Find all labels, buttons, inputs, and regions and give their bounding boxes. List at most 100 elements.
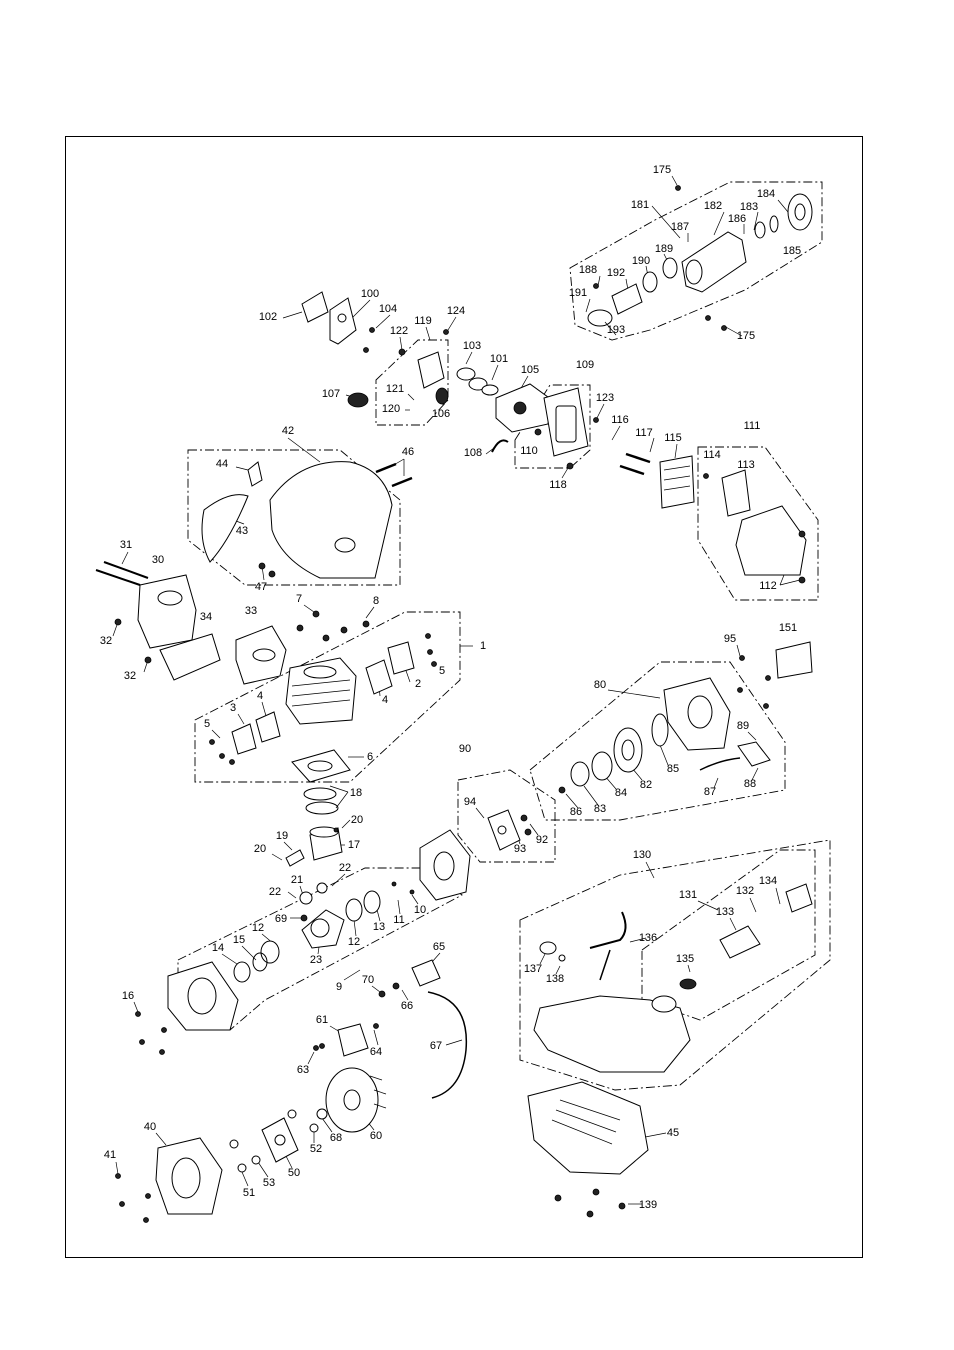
callout-l187: 187 [671,221,689,233]
part-fuel-cap-131 [679,883,813,990]
callout-l191: 191 [569,287,587,299]
part-muffler-cover-33 [235,625,287,685]
part-piston-17 [285,826,343,867]
callout-l132: 132 [736,885,754,897]
callout-l95: 95 [724,633,736,645]
callout-l20b: 20 [254,843,266,855]
callout-l22b: 22 [269,886,281,898]
part-clutch-drum [787,193,813,231]
callout-l21: 21 [291,874,303,886]
part-gasket-6 [291,749,351,783]
callout-l102: 102 [259,311,277,323]
part-crankshaft-23 [299,882,345,949]
callout-l115: 115 [664,432,682,444]
callout-l6: 6 [367,751,373,763]
callout-l12a: 12 [252,922,264,934]
callout-l89: 89 [737,720,749,732]
callout-l9: 9 [336,981,342,993]
part-air-cleaner-cover-111 [721,469,807,576]
part-carburetor-105 [456,367,553,433]
part-fuel-hose-108 [491,439,509,453]
callout-l34: 34 [200,611,212,623]
callout-l134: 134 [759,875,777,887]
callout-l70: 70 [362,974,374,986]
callout-l84: 84 [615,787,627,799]
callout-l50: 50 [288,1167,300,1179]
callout-l104: 104 [379,303,397,315]
callout-l80: 80 [594,679,606,691]
callout-l133: 133 [716,906,734,918]
callout-l90: 90 [459,743,471,755]
callout-l40: 40 [144,1121,156,1133]
callout-l100: 100 [361,288,379,300]
callout-l83: 83 [594,803,606,815]
callout-l30: 30 [152,554,164,566]
callout-l42: 42 [282,425,294,437]
callout-l82: 82 [640,779,652,791]
callout-l67: 67 [430,1040,442,1052]
callout-l106: 106 [432,408,450,420]
callout-l109: 109 [576,359,594,371]
callout-l188: 188 [579,264,597,276]
callout-l183: 183 [740,201,758,213]
callout-l110: 110 [520,445,538,457]
callout-l10: 10 [414,904,426,916]
part-flywheel-60 [325,1067,387,1133]
callout-l8: 8 [373,595,379,607]
group-109-outline [514,384,591,469]
group-1-outline [194,611,461,783]
callout-l1: 1 [480,640,486,652]
callout-l114: 114 [703,449,721,461]
callout-l131: 131 [679,889,697,901]
part-starter-handle-88 [699,741,771,771]
callout-l190: 190 [632,255,650,267]
callout-l87: 87 [704,786,716,798]
part-bearings [587,215,779,327]
part-clutch-50 [261,1117,299,1163]
callout-l118: 118 [549,479,567,491]
part-recoil-case-80 [663,677,731,751]
callout-l51: 51 [243,1187,255,1199]
group-130-outline [519,839,831,1091]
callout-l65: 65 [433,941,445,953]
part-crankcase-left-9 [167,961,239,1031]
part-choke-119 [417,351,449,405]
callout-l119: 119 [414,315,432,327]
callout-l120: 120 [382,403,400,415]
callout-l185: 185 [783,245,801,257]
callout-l68: 68 [330,1132,342,1144]
group-9-outline [177,867,463,1031]
callout-l108: 108 [464,447,482,459]
callout-l130: 130 [633,849,651,861]
part-clutch-housing-40 [155,1137,223,1215]
callout-l11: 11 [393,914,404,926]
part-seals [233,890,381,983]
callout-l32a: 32 [100,635,112,647]
part-cylinder-1 [231,641,415,755]
part-piston-rings-18 [303,787,339,815]
callout-l88: 88 [744,778,756,790]
callout-l44: 44 [216,458,228,470]
part-air-filter-115 [659,455,695,509]
callout-l17: 17 [348,839,360,851]
callout-l43: 43 [236,525,248,537]
callout-l85: 85 [667,763,679,775]
callout-l116: 116 [611,414,629,426]
part-label-151 [775,641,813,679]
callout-l182: 182 [704,200,722,212]
callout-l45: 45 [667,1127,679,1139]
callout-l175b: 175 [737,330,755,342]
part-engine-cover-42 [201,461,393,579]
callout-l111: 111 [744,420,761,432]
part-ignition-wire-67 [427,991,468,1099]
callout-l13: 13 [373,921,385,933]
callout-l93: 93 [514,843,526,855]
callout-l5b: 5 [204,718,210,730]
callout-l15: 15 [233,934,245,946]
part-recoil-pulley [570,713,669,787]
callout-l136: 136 [639,932,657,944]
callout-l3: 3 [230,702,236,714]
callout-l22a: 22 [339,862,351,874]
group-119-outline [375,339,449,426]
